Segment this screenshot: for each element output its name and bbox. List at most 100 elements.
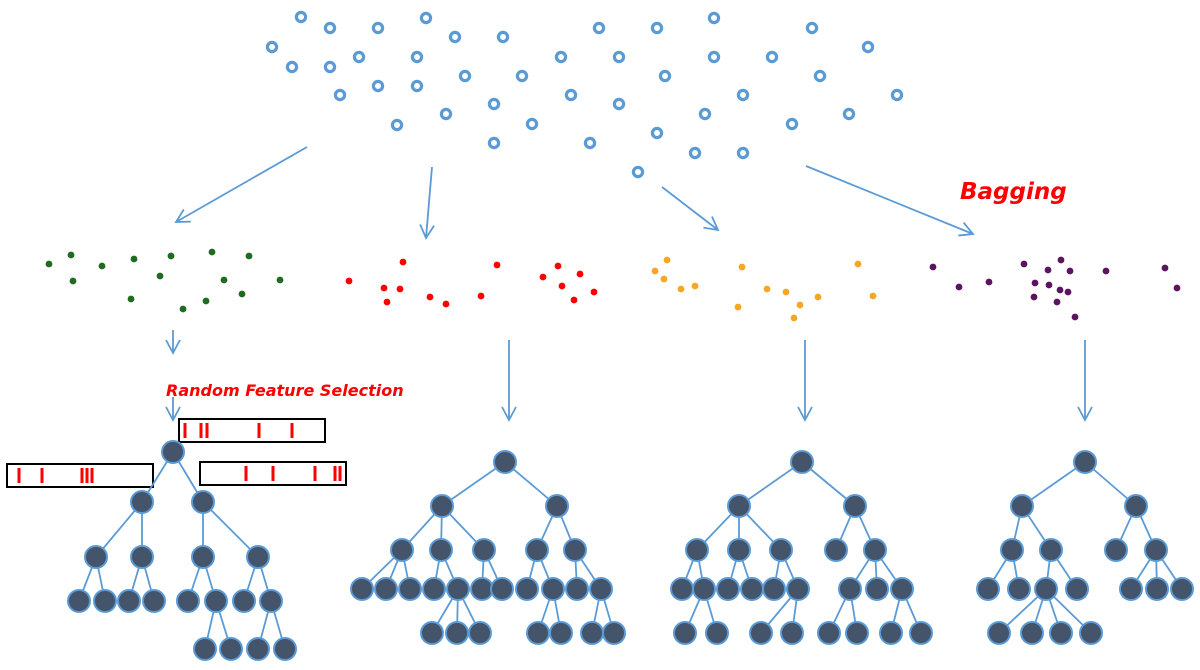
- sample-point: [69, 277, 77, 285]
- sample-point: [1102, 267, 1110, 275]
- sample-point: [763, 285, 771, 293]
- sample-point: [590, 288, 598, 296]
- tree-node: [727, 538, 751, 562]
- tree-node: [515, 577, 539, 601]
- tree-node: [1065, 577, 1089, 601]
- tree-node: [219, 637, 243, 661]
- data-point: [592, 21, 606, 35]
- data-point: [698, 107, 712, 121]
- data-point: [707, 11, 721, 25]
- data-point: [650, 21, 664, 35]
- sample-point: [179, 305, 187, 313]
- data-point: [813, 69, 827, 83]
- sample-to-tree-arrows: [165, 330, 1093, 422]
- sample-point: [660, 275, 668, 283]
- tree-node: [130, 490, 154, 514]
- tree-node: [472, 538, 496, 562]
- tree-node: [890, 577, 914, 601]
- data-point: [285, 60, 299, 74]
- tree-node: [232, 589, 256, 613]
- feature-box-2: [6, 463, 154, 488]
- tree-node: [193, 637, 217, 661]
- sample-point: [1031, 279, 1039, 287]
- tree-node: [685, 538, 709, 562]
- tree-node: [1049, 621, 1073, 645]
- sample-point: [245, 252, 253, 260]
- bagging-arrow-4: [805, 165, 975, 237]
- tree-node: [740, 577, 764, 601]
- data-point: [612, 97, 626, 111]
- data-point: [265, 40, 279, 54]
- sample-point: [208, 248, 216, 256]
- data-point: [688, 146, 702, 160]
- data-point: [410, 50, 424, 64]
- data-point: [323, 60, 337, 74]
- tree-node: [549, 621, 573, 645]
- data-point: [612, 50, 626, 64]
- tree-node: [1170, 577, 1194, 601]
- data-point: [439, 107, 453, 121]
- sample-point: [345, 277, 353, 285]
- tree-nodes: [976, 450, 1194, 645]
- data-point: [736, 88, 750, 102]
- tree-node: [602, 621, 626, 645]
- tree-node: [259, 589, 283, 613]
- sample-point: [1056, 286, 1064, 294]
- tree-root-node: [790, 450, 814, 474]
- bootstrap-sample-4: [929, 256, 1181, 321]
- tree-node: [769, 538, 793, 562]
- sample-point: [554, 262, 562, 270]
- decision-tree-2: [350, 450, 626, 645]
- tree-node: [673, 621, 697, 645]
- data-point: [564, 88, 578, 102]
- tree-nodes: [670, 450, 933, 645]
- sample-point: [738, 263, 746, 271]
- sample-point: [929, 263, 937, 271]
- tree-node: [987, 621, 1011, 645]
- tree-node: [117, 589, 141, 613]
- sample-point: [399, 258, 407, 266]
- feature-box-frame: [178, 418, 326, 443]
- tree-node: [468, 621, 492, 645]
- sample-point: [130, 255, 138, 263]
- sample-point: [1066, 267, 1074, 275]
- tree-node: [1079, 621, 1103, 645]
- tree-node: [727, 494, 751, 518]
- sample-point: [220, 276, 228, 284]
- sample-point: [869, 292, 877, 300]
- sample-point: [570, 296, 578, 304]
- bagging-arrow-2: [419, 166, 435, 240]
- tree-node: [142, 589, 166, 613]
- tree-node: [246, 545, 270, 569]
- tree-node: [976, 577, 1000, 601]
- data-point: [736, 146, 750, 160]
- data-point: [496, 30, 510, 44]
- tree-node: [705, 621, 729, 645]
- data-point: [458, 69, 472, 83]
- tree-node: [1104, 538, 1128, 562]
- data-point: [554, 50, 568, 64]
- tree-nodes: [67, 440, 297, 661]
- data-point: [707, 50, 721, 64]
- tree-node: [398, 577, 422, 601]
- sample-point: [651, 267, 659, 275]
- sample-point: [854, 260, 862, 268]
- sample-point: [380, 284, 388, 292]
- tree-node: [817, 621, 841, 645]
- tree-node: [84, 545, 108, 569]
- tree-node: [420, 621, 444, 645]
- tree-node: [470, 577, 494, 601]
- original-data-points: [265, 10, 904, 179]
- sample-point: [127, 295, 135, 303]
- sample-point: [383, 298, 391, 306]
- tree-node: [191, 490, 215, 514]
- tree-node: [780, 621, 804, 645]
- sample-point: [276, 276, 284, 284]
- bagging-arrow-1: [174, 146, 308, 223]
- tree-node: [490, 577, 514, 601]
- data-point: [371, 21, 385, 35]
- sample-point: [477, 292, 485, 300]
- tree-nodes: [350, 450, 626, 645]
- data-point: [842, 107, 856, 121]
- tree-root-node: [493, 450, 517, 474]
